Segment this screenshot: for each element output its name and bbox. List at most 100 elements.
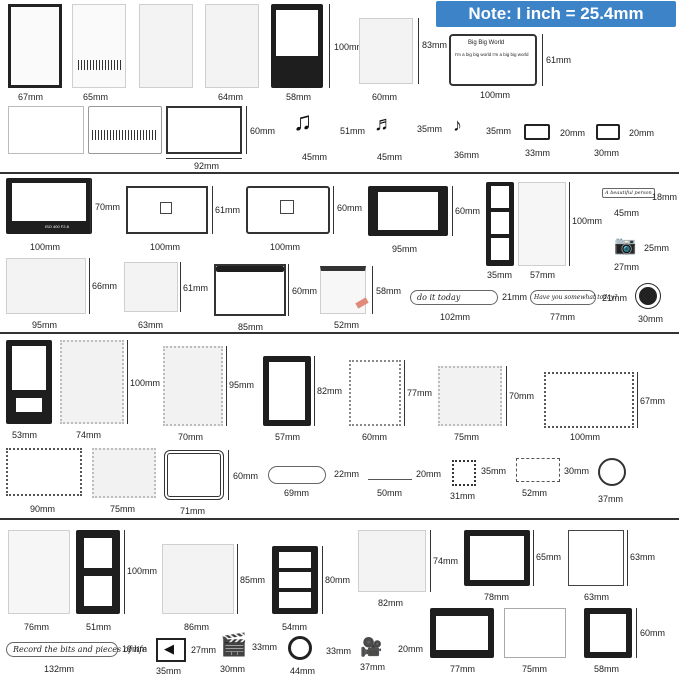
size-label: 20mm [416,469,442,479]
card-title: Big Big World [468,40,505,46]
size-label: 57mm [275,432,301,442]
round-postmark [598,458,626,486]
size-label: 69mm [284,488,310,498]
size-label: 21mm [502,292,528,302]
size-label: 60mm [337,203,363,213]
card-63 [124,262,178,312]
film-cell [84,576,112,606]
size-label: 100mm [270,242,301,252]
focus-square [160,202,172,214]
size-label: 82mm [378,598,404,608]
dim-line [226,346,227,426]
size-label: 27mm [614,262,640,272]
size-label: 60mm [455,206,481,216]
clapperboard-icon: 🎬 [220,632,248,657]
size-label: 37mm [598,494,624,504]
card-85-header [216,266,284,272]
do-it-today-tag: do it today [410,290,498,305]
record-bits-tag: Record the bits and pieces of life [6,642,147,657]
size-label: 100mm [30,242,61,252]
size-label: 95mm [229,380,255,390]
size-label: 78mm [484,592,510,602]
size-label: 61mm [183,283,209,293]
size-label: 52mm [522,488,548,498]
have-you-tag: Have you somewhat today? [530,290,617,305]
section-divider [0,332,679,334]
size-label: 45mm [377,152,403,162]
dim-line [542,34,543,86]
size-label: 25mm [644,243,670,253]
stamp-window [269,362,305,420]
grid-card-57 [518,182,566,266]
size-label: 100mm [572,216,603,226]
dim-line [180,262,181,312]
card-95 [6,258,86,314]
size-label: 76mm [24,622,50,632]
size-label: 21mm [602,293,628,303]
size-label: 30mm [638,314,664,324]
tape-reel-icon [596,124,620,140]
projector-icon [156,638,186,662]
dim-line [430,530,431,592]
camera-icon: 🎥 [360,637,383,657]
dim-line [166,158,242,159]
size-label: 80mm [325,575,351,585]
music-note-icon: ♬ [374,113,394,135]
size-label: 61mm [546,55,572,65]
music-card-67 [8,4,62,88]
size-label: 77mm [450,664,476,674]
size-label: 36mm [454,150,480,160]
size-label: 132mm [44,664,75,674]
size-label: 30mm [220,664,246,674]
size-label: 52mm [334,320,360,330]
size-label: 60mm [362,432,388,442]
size-label: 35mm [417,124,443,134]
stamp-house [6,448,82,496]
stamp-70 [163,346,223,426]
size-label: 53mm [12,430,38,440]
size-label: 50mm [377,488,403,498]
dim-line [404,360,405,426]
size-label: 60mm [372,92,398,102]
dim-line [506,366,507,426]
dim-line [627,530,628,586]
film-cell [279,592,311,608]
size-label: 63mm [138,320,164,330]
card-76 [8,530,70,614]
size-label: 20mm [629,128,655,138]
size-label: 22mm [334,469,360,479]
music-card-60 [359,18,413,84]
music-note-icon: ♪ [453,115,462,135]
dim-line [89,258,90,314]
size-label: 83mm [422,40,448,50]
size-label: 100mm [570,432,601,442]
card-63-focus [568,530,624,586]
stamp-74 [60,340,124,424]
size-label: 100mm [130,378,161,388]
size-label: 95mm [32,320,58,330]
size-label: 100mm [127,566,158,576]
section-divider [0,518,679,520]
size-label: 45mm [302,152,328,162]
dim-line [322,546,323,614]
music-card-65 [72,4,126,88]
play-icon: ◀ [164,641,174,656]
big-big-world-card [449,34,537,86]
size-label: 75mm [110,504,136,514]
dim-line [372,266,373,314]
player-strip-1 [8,106,84,154]
size-label: 77mm [550,312,576,322]
stamp-75 [438,366,502,426]
size-label: 66mm [92,281,118,291]
size-label: 60mm [250,126,276,136]
dim-line [124,530,125,614]
film-cell [491,238,509,260]
camera-screen [12,183,86,221]
size-label: 70mm [509,391,535,401]
size-label: 70mm [95,202,121,212]
dim-line [212,186,213,234]
postmark-52 [516,458,560,482]
size-label: 35mm [481,466,507,476]
film-cell [491,212,509,234]
size-label: 67mm [18,92,44,102]
